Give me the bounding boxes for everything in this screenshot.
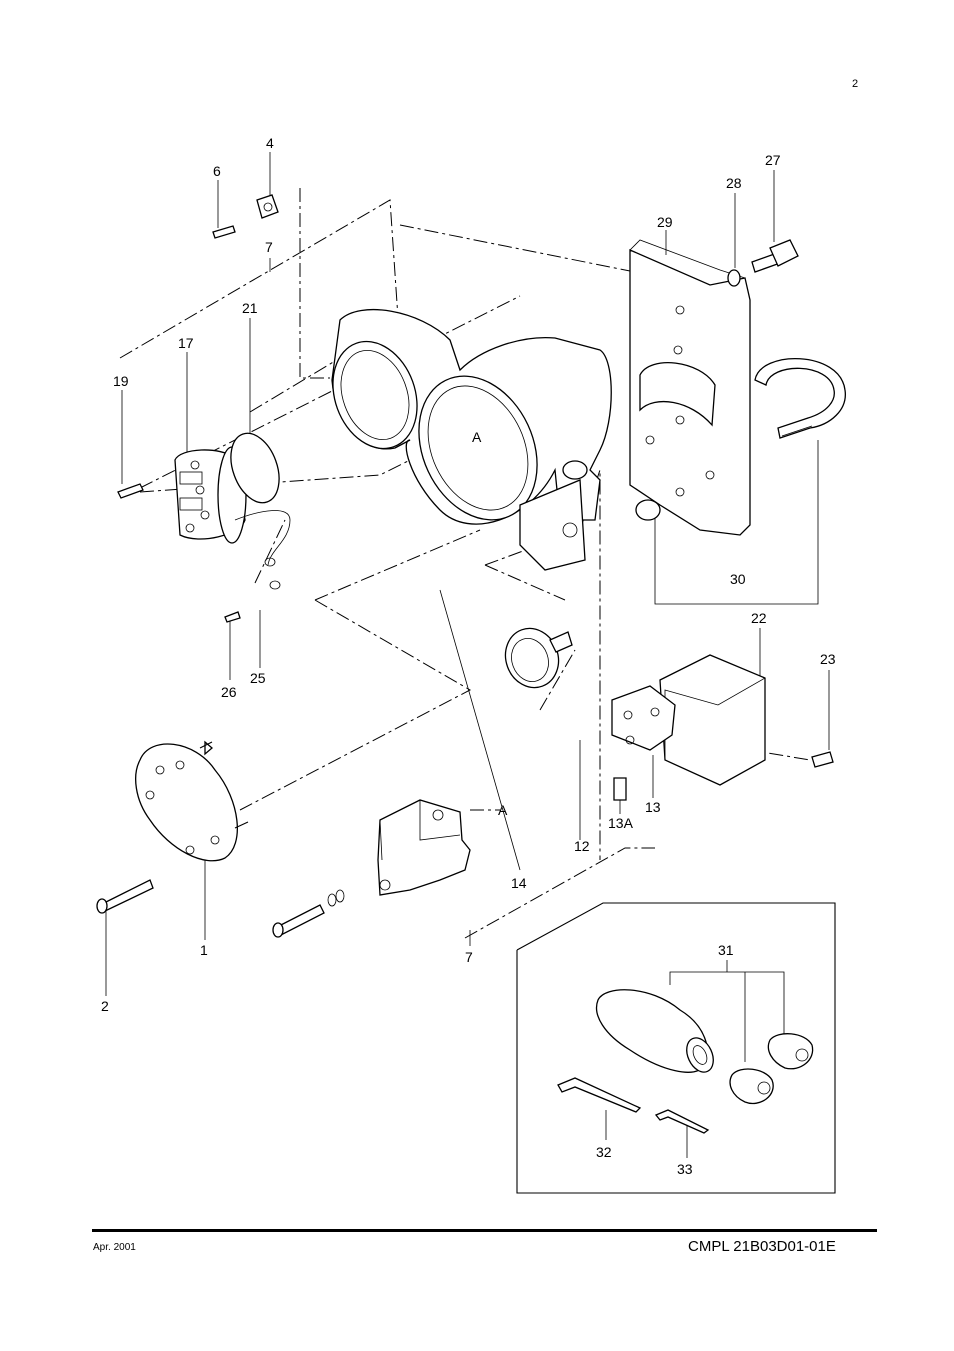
bolt-27 [727, 239, 799, 287]
label-7-bottom: 7 [465, 949, 473, 965]
label-19: 19 [113, 373, 129, 389]
label-32: 32 [596, 1144, 612, 1160]
footer-date: Apr. 2001 [93, 1242, 136, 1253]
label-29: 29 [657, 214, 673, 230]
label-1: 1 [200, 942, 208, 958]
sensor-capsule [96, 740, 249, 914]
assembly-lines [119, 188, 811, 939]
label-31: 31 [718, 942, 734, 958]
label-13: 13 [645, 799, 661, 815]
label-17: 17 [178, 335, 194, 351]
mark-a-housing: A [472, 429, 482, 445]
part-labels: 4 6 7 21 17 19 27 28 29 30 22 23 25 26 1… [101, 135, 836, 1177]
lock-parts [212, 194, 279, 239]
label-28: 28 [726, 175, 742, 191]
label-4: 4 [266, 135, 274, 151]
label-2: 2 [101, 998, 109, 1014]
label-23: 23 [820, 651, 836, 667]
label-12: 12 [574, 838, 590, 854]
label-13a: 13A [608, 815, 634, 831]
footer-rule [92, 1229, 877, 1232]
label-14: 14 [511, 875, 527, 891]
label-21: 21 [242, 300, 258, 316]
label-7-top: 7 [265, 239, 273, 255]
amplifier-housing: A [331, 308, 612, 571]
mark-a-block: A [498, 802, 508, 818]
label-22: 22 [751, 610, 767, 626]
label-6: 6 [213, 163, 221, 179]
u-bolt [635, 357, 846, 521]
accessory-inset [516, 902, 836, 1194]
leader-lines [105, 152, 830, 1158]
document-code: CMPL 21B03D01-01E [688, 1238, 836, 1255]
label-27: 27 [765, 152, 781, 168]
terminal-board [117, 432, 291, 623]
label-33: 33 [677, 1161, 693, 1177]
label-26: 26 [221, 684, 237, 700]
label-25: 25 [250, 670, 266, 686]
page-number: 2 [852, 78, 859, 90]
indicator-and-amplifier [504, 627, 834, 801]
pressure-block: A [272, 799, 508, 938]
mounting-bracket [629, 239, 751, 536]
label-30: 30 [730, 571, 746, 587]
